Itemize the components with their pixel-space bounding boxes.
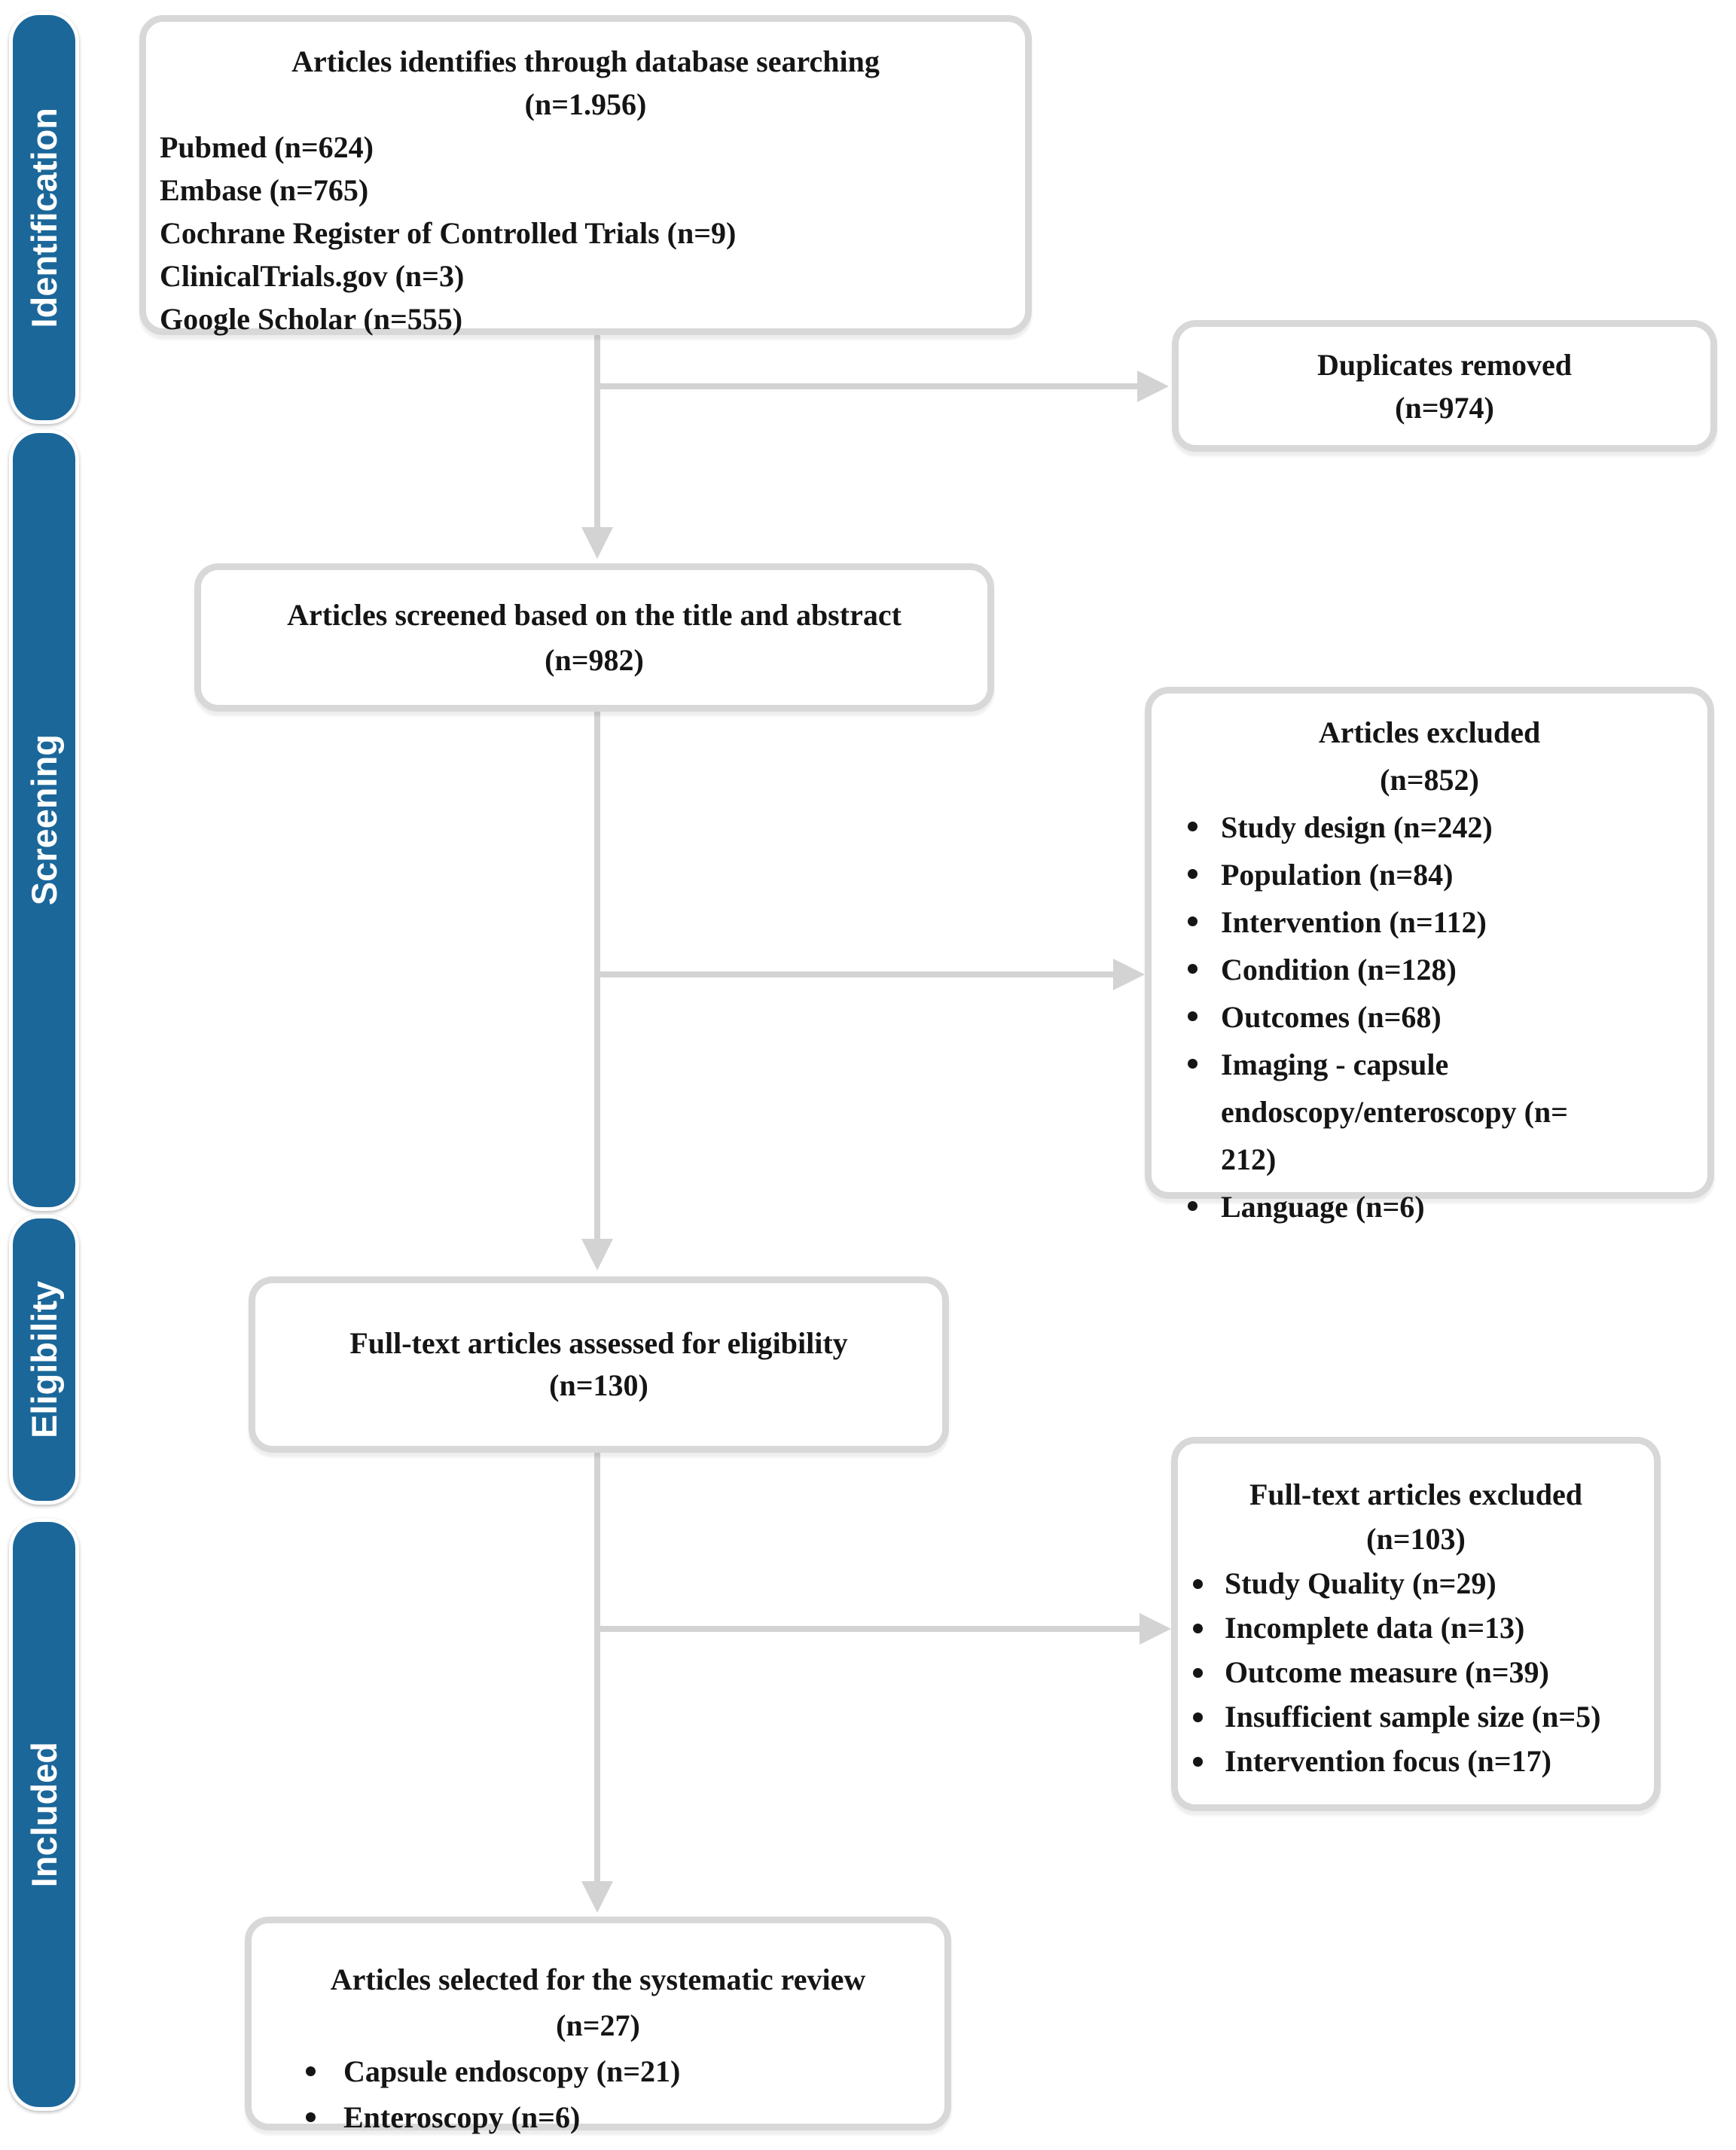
box-item-line: Enteroscopy (n=6)	[252, 2094, 944, 2140]
box-item-line: Embase (n=765)	[160, 173, 369, 207]
box-item-line: Intervention focus (n=17)	[1178, 1739, 1654, 1783]
flow-line-identified-down	[594, 335, 600, 529]
arrowhead-right-to-duplicates	[1137, 371, 1169, 402]
stage-label: Screening	[24, 734, 64, 906]
box-duplicates-removed: Duplicates removed (n=974)	[1172, 320, 1717, 452]
box-count: (n=852)	[1380, 763, 1479, 797]
box-title: Articles identifies through database sea…	[291, 44, 880, 78]
stage-label: Identification	[24, 107, 64, 328]
box-items: Study Quality (n=29)Incomplete data (n=1…	[1178, 1561, 1654, 1783]
box-item-line: Study design (n=242)	[1152, 804, 1707, 851]
box-screened: Articles screened based on the title and…	[194, 563, 994, 712]
box-title: Articles selected for the systematic rev…	[330, 1962, 866, 1996]
box-count: (n=1.956)	[524, 87, 647, 121]
box-items: Capsule endoscopy (n=21)Enteroscopy (n=6…	[252, 2048, 944, 2140]
box-item-line: Insufficient sample size (n=5)	[1178, 1694, 1654, 1739]
box-title: Articles screened based on the title and…	[287, 597, 902, 632]
box-item-line: ClinicalTrials.gov (n=3)	[160, 259, 465, 293]
stage-included: Included	[9, 1518, 79, 2111]
box-item-line: Outcome measure (n=39)	[1178, 1650, 1654, 1694]
box-title: Full-text articles assessed for eligibil…	[349, 1326, 848, 1360]
box-item-line: 212)	[1221, 1142, 1277, 1176]
box-item-line: Language (n=6)	[1152, 1183, 1707, 1231]
box-count: (n=130)	[549, 1368, 648, 1402]
flow-branch-to-duplicates	[597, 383, 1139, 389]
box-item-line: Condition (n=128)	[1152, 946, 1707, 993]
flow-branch-to-excluded-fulltext	[597, 1626, 1141, 1632]
box-item-line: Capsule endoscopy (n=21)	[252, 2048, 944, 2094]
arrowhead-right-to-excluded-fulltext	[1140, 1613, 1171, 1645]
box-selected: Articles selected for the systematic rev…	[245, 1917, 951, 2134]
box-count: (n=103)	[1366, 1522, 1466, 1556]
box-fulltext-assessed: Full-text articles assessed for eligibil…	[249, 1276, 949, 1453]
box-title: Full-text articles excluded	[1249, 1478, 1583, 1511]
box-item-line: Outcomes (n=68)	[1152, 993, 1707, 1041]
stage-screening: Screening	[9, 429, 79, 1211]
stage-label: Eligibility	[24, 1281, 64, 1438]
box-item-line: Incomplete data (n=13)	[1178, 1606, 1654, 1650]
box-excluded-fulltext: Full-text articles excluded (n=103) Stud…	[1171, 1437, 1661, 1811]
box-title: Articles excluded	[1318, 715, 1541, 749]
arrowhead-down-to-screened	[581, 527, 613, 559]
stage-identification: Identification	[9, 11, 79, 424]
box-item-line: Cochrane Register of Controlled Trials (…	[160, 216, 737, 250]
stage-label: Included	[24, 1741, 64, 1888]
box-identified: Articles identifies through database sea…	[139, 15, 1032, 336]
arrowhead-right-to-excluded-screening	[1113, 959, 1145, 990]
box-items: Pubmed (n=624) Embase (n=765) Cochrane Reg…	[146, 126, 1025, 340]
box-count: (n=27)	[556, 2008, 640, 2042]
box-count: (n=982)	[545, 642, 644, 677]
box-item-line: Imaging - capsule	[1152, 1041, 1707, 1088]
flow-branch-to-excluded-screening	[597, 971, 1115, 977]
box-items: Study design (n=242)Population (n=84)Int…	[1152, 804, 1707, 1231]
box-count: (n=974)	[1395, 390, 1494, 425]
box-item-line: endoscopy/enteroscopy (n=	[1221, 1095, 1568, 1129]
box-item-line: Study Quality (n=29)	[1178, 1561, 1654, 1606]
box-item-line: Population (n=84)	[1152, 851, 1707, 898]
box-item-line: Pubmed (n=624)	[160, 130, 374, 164]
arrowhead-down-to-selected	[581, 1881, 613, 1913]
box-title: Duplicates removed	[1316, 347, 1573, 382]
box-item-line: Google Scholar (n=555)	[160, 302, 463, 336]
box-excluded-screening: Articles excluded (n=852) Study design (…	[1145, 687, 1714, 1224]
flow-line-fulltext-down	[594, 1453, 600, 1882]
stage-eligibility: Eligibility	[9, 1215, 79, 1505]
arrowhead-down-to-fulltext	[581, 1239, 613, 1270]
box-item-line: Intervention (n=112)	[1152, 898, 1707, 946]
